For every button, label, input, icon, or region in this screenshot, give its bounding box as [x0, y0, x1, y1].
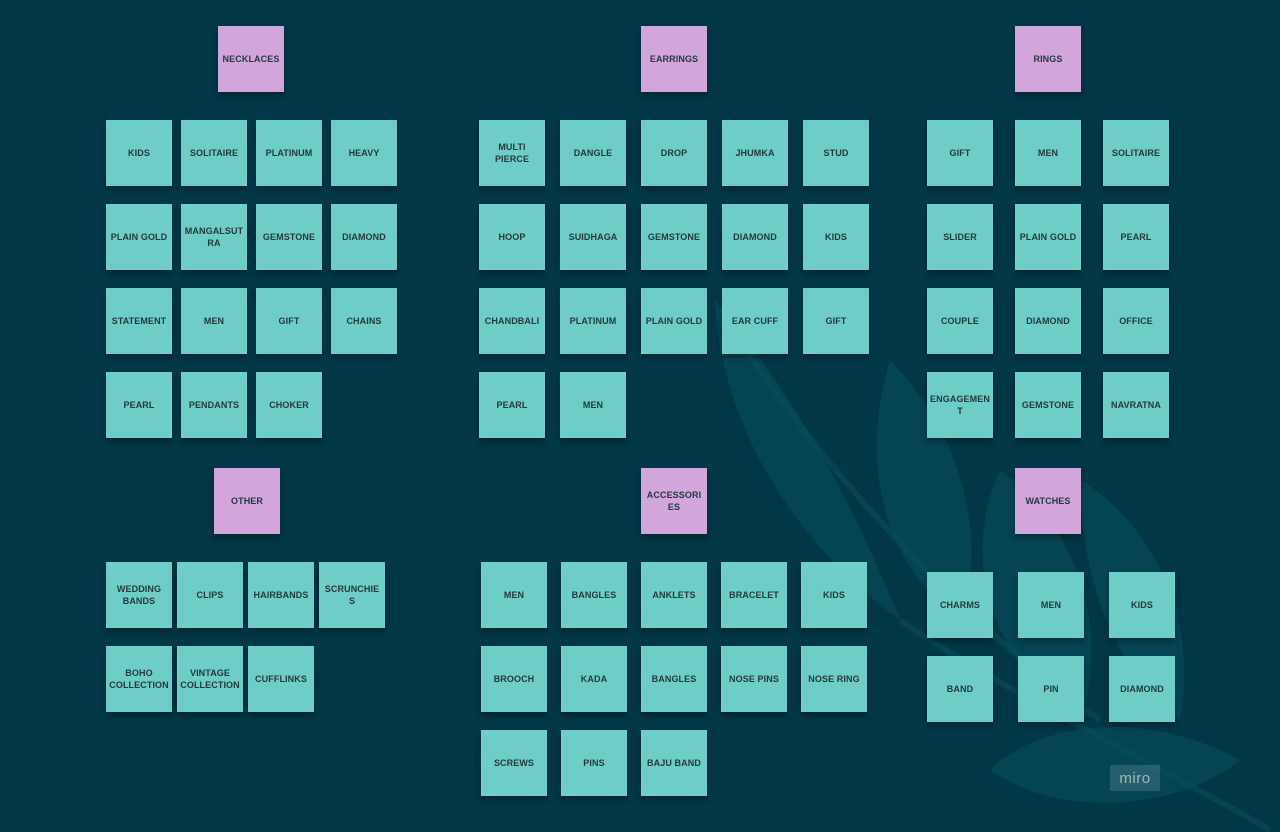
- sticky-note-earrings-plain-gold[interactable]: PLAIN GOLD: [641, 288, 707, 354]
- sticky-note-rings-navratna[interactable]: NAVRATNA: [1103, 372, 1169, 438]
- sticky-note-rings-couple[interactable]: COUPLE: [927, 288, 993, 354]
- sticky-note-accessories-bangles[interactable]: BANGLES: [561, 562, 627, 628]
- sticky-note-accessories-pins[interactable]: PINS: [561, 730, 627, 796]
- sticky-note-earrings-suidhaga[interactable]: SUIDHAGA: [560, 204, 626, 270]
- sticky-note-earrings-men[interactable]: MEN: [560, 372, 626, 438]
- sticky-note-necklaces-gemstone[interactable]: GEMSTONE: [256, 204, 322, 270]
- sticky-note-other-boho-collection[interactable]: BOHO COLLECTION: [106, 646, 172, 712]
- sticky-note-accessories-screws[interactable]: SCREWS: [481, 730, 547, 796]
- header-note-necklaces[interactable]: NECKLACES: [218, 26, 284, 92]
- sticky-note-rings-men[interactable]: MEN: [1015, 120, 1081, 186]
- sticky-note-necklaces-kids[interactable]: KIDS: [106, 120, 172, 186]
- sticky-note-accessories-bracelet[interactable]: BRACELET: [721, 562, 787, 628]
- sticky-note-necklaces-plain-gold[interactable]: PLAIN GOLD: [106, 204, 172, 270]
- sticky-note-rings-gift[interactable]: GIFT: [927, 120, 993, 186]
- sticky-note-earrings-pearl[interactable]: PEARL: [479, 372, 545, 438]
- sticky-note-necklaces-gift[interactable]: GIFT: [256, 288, 322, 354]
- sticky-note-rings-plain-gold[interactable]: PLAIN GOLD: [1015, 204, 1081, 270]
- sticky-note-watches-diamond[interactable]: DIAMOND: [1109, 656, 1175, 722]
- header-note-other[interactable]: OTHER: [214, 468, 280, 534]
- sticky-note-watches-kids[interactable]: KIDS: [1109, 572, 1175, 638]
- sticky-note-earrings-stud[interactable]: STUD: [803, 120, 869, 186]
- sticky-note-watches-charms[interactable]: CHARMS: [927, 572, 993, 638]
- sticky-note-accessories-kids[interactable]: KIDS: [801, 562, 867, 628]
- sticky-note-watches-men[interactable]: MEN: [1018, 572, 1084, 638]
- sticky-note-earrings-diamond[interactable]: DIAMOND: [722, 204, 788, 270]
- sticky-note-watches-band[interactable]: BAND: [927, 656, 993, 722]
- sticky-note-earrings-hoop[interactable]: HOOP: [479, 204, 545, 270]
- sticky-note-earrings-jhumka[interactable]: JHUMKA: [722, 120, 788, 186]
- sticky-note-rings-engagement[interactable]: ENGAGEMENT: [927, 372, 993, 438]
- sticky-note-accessories-nose-pins[interactable]: NOSE PINS: [721, 646, 787, 712]
- sticky-note-rings-solitaire[interactable]: SOLITAIRE: [1103, 120, 1169, 186]
- sticky-note-necklaces-mangalsutra[interactable]: MANGALSUTRA: [181, 204, 247, 270]
- sticky-note-necklaces-statement[interactable]: STATEMENT: [106, 288, 172, 354]
- sticky-note-earrings-ear-cuff[interactable]: EAR CUFF: [722, 288, 788, 354]
- header-note-watches[interactable]: WATCHES: [1015, 468, 1081, 534]
- sticky-note-necklaces-pendants[interactable]: PENDANTS: [181, 372, 247, 438]
- sticky-note-other-scrunchies[interactable]: SCRUNCHIES: [319, 562, 385, 628]
- sticky-note-other-clips[interactable]: CLIPS: [177, 562, 243, 628]
- header-note-rings[interactable]: RINGS: [1015, 26, 1081, 92]
- sticky-note-accessories-anklets[interactable]: ANKLETS: [641, 562, 707, 628]
- sticky-note-rings-slider[interactable]: SLIDER: [927, 204, 993, 270]
- sticky-note-earrings-gemstone[interactable]: GEMSTONE: [641, 204, 707, 270]
- sticky-note-other-wedding-bands[interactable]: WEDDING BANDS: [106, 562, 172, 628]
- sticky-note-accessories-men[interactable]: MEN: [481, 562, 547, 628]
- sticky-note-earrings-chandbali[interactable]: CHANDBALI: [479, 288, 545, 354]
- sticky-note-necklaces-platinum[interactable]: PLATINUM: [256, 120, 322, 186]
- sticky-note-accessories-bangles[interactable]: BANGLES: [641, 646, 707, 712]
- miro-logo: miro: [1110, 765, 1160, 791]
- sticky-note-earrings-kids[interactable]: KIDS: [803, 204, 869, 270]
- sticky-note-watches-pin[interactable]: PIN: [1018, 656, 1084, 722]
- sticky-note-earrings-multi-pierce[interactable]: MULTI PIERCE: [479, 120, 545, 186]
- sticky-note-earrings-gift[interactable]: GIFT: [803, 288, 869, 354]
- sticky-note-necklaces-diamond[interactable]: DIAMOND: [331, 204, 397, 270]
- sticky-note-earrings-drop[interactable]: DROP: [641, 120, 707, 186]
- sticky-note-earrings-platinum[interactable]: PLATINUM: [560, 288, 626, 354]
- sticky-note-necklaces-pearl[interactable]: PEARL: [106, 372, 172, 438]
- sticky-note-necklaces-heavy[interactable]: HEAVY: [331, 120, 397, 186]
- sticky-note-other-cufflinks[interactable]: CUFFLINKS: [248, 646, 314, 712]
- sticky-note-necklaces-solitaire[interactable]: SOLITAIRE: [181, 120, 247, 186]
- sticky-note-other-vintage-collection[interactable]: VINTAGE COLLECTION: [177, 646, 243, 712]
- sticky-note-necklaces-choker[interactable]: CHOKER: [256, 372, 322, 438]
- sticky-note-accessories-baju-band[interactable]: BAJU BAND: [641, 730, 707, 796]
- sticky-note-rings-pearl[interactable]: PEARL: [1103, 204, 1169, 270]
- sticky-note-necklaces-chains[interactable]: CHAINS: [331, 288, 397, 354]
- sticky-note-accessories-nose-ring[interactable]: NOSE RING: [801, 646, 867, 712]
- sticky-note-accessories-kada[interactable]: KADA: [561, 646, 627, 712]
- sticky-note-other-hairbands[interactable]: HAIRBANDS: [248, 562, 314, 628]
- header-note-accessories[interactable]: ACCESSORIES: [641, 468, 707, 534]
- sticky-note-rings-office[interactable]: OFFICE: [1103, 288, 1169, 354]
- header-note-earrings[interactable]: EARRINGS: [641, 26, 707, 92]
- sticky-note-earrings-dangle[interactable]: DANGLE: [560, 120, 626, 186]
- sticky-note-rings-diamond[interactable]: DIAMOND: [1015, 288, 1081, 354]
- sticky-note-necklaces-men[interactable]: MEN: [181, 288, 247, 354]
- sticky-note-rings-gemstone[interactable]: GEMSTONE: [1015, 372, 1081, 438]
- sticky-note-accessories-brooch[interactable]: BROOCH: [481, 646, 547, 712]
